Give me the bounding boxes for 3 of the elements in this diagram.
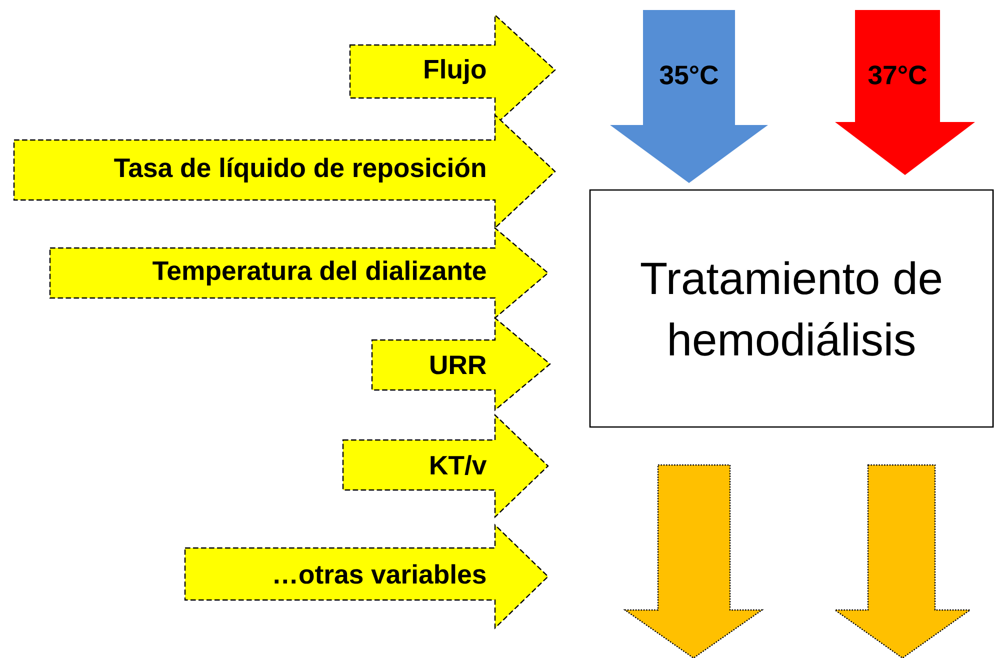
arrow-shape: [833, 464, 972, 658]
process-box: Tratamiento de hemodiálisis: [589, 189, 994, 428]
arrow-shape: [623, 464, 764, 658]
